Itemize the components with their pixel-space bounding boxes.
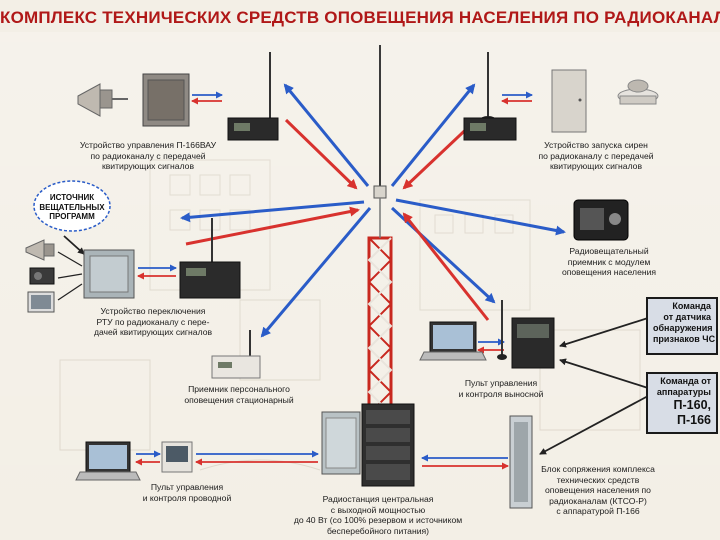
laptop-icon bbox=[75, 441, 141, 481]
caption-broadcast-receiver: Радиовещательный приемник с модулем опов… bbox=[561, 246, 657, 277]
caption-remote-console: Пульт управления и контроля выносной bbox=[458, 378, 544, 399]
radio-transceiver-icon bbox=[497, 300, 555, 369]
caption-central-station: Радиостанция центральная с выходной мощн… bbox=[293, 494, 463, 536]
siren-icon bbox=[617, 79, 659, 105]
laptop-icon bbox=[419, 321, 487, 361]
radio-transceiver-icon bbox=[463, 52, 517, 141]
caption-siren: Устройство запуска сирен по радиоканалу … bbox=[538, 140, 654, 171]
command-sensor-box: Команда от датчика обнаружения признаков… bbox=[646, 297, 718, 355]
source-bubble bbox=[33, 180, 111, 232]
caption-rtu: Устройство переключения РТУ по радиокана… bbox=[93, 306, 213, 337]
radio-transceiver-icon bbox=[179, 218, 241, 299]
control-cabinet-icon bbox=[509, 415, 533, 509]
source-bubble-label: ИСТОЧНИК ВЕЩАТЕЛЬНЫХ ПРОГРАММ bbox=[39, 193, 105, 221]
radio-transceiver-icon bbox=[227, 52, 279, 141]
control-cabinet-icon bbox=[321, 411, 361, 475]
control-cabinet-icon bbox=[83, 249, 135, 299]
control-cabinet-icon bbox=[551, 69, 587, 133]
radio-receiver-icon bbox=[211, 330, 261, 379]
command-equipment-box: Команда от аппаратуры П-160, П-166 bbox=[646, 372, 718, 434]
radio-receiver-icon bbox=[29, 267, 55, 285]
radio-receiver-icon bbox=[573, 199, 629, 241]
caption-personal-receiver: Приемник персонального оповещения стацио… bbox=[184, 384, 294, 405]
control-cabinet-icon bbox=[142, 73, 190, 127]
caption-interface-block: Блок сопряжения комплекса технических ср… bbox=[541, 464, 655, 516]
monitor-icon bbox=[161, 441, 193, 473]
caption-wired-console: Пульт управления и контроля проводной bbox=[142, 482, 232, 503]
tv-icon bbox=[27, 291, 55, 313]
link-arrows bbox=[57, 91, 649, 470]
loudspeaker-icon bbox=[25, 239, 55, 261]
page-title: КОМПЛЕКС ТЕХНИЧЕСКИХ СРЕДСТВ ОПОВЕЩЕНИЯ … bbox=[0, 8, 720, 27]
antenna-mast-icon bbox=[367, 45, 393, 430]
radio-transceiver-icon bbox=[361, 403, 415, 487]
loudspeaker-icon bbox=[77, 83, 128, 117]
signal-arrows bbox=[180, 83, 566, 338]
caption-p166vau: Устройство управления П-166ВАУ по радиок… bbox=[79, 140, 217, 171]
